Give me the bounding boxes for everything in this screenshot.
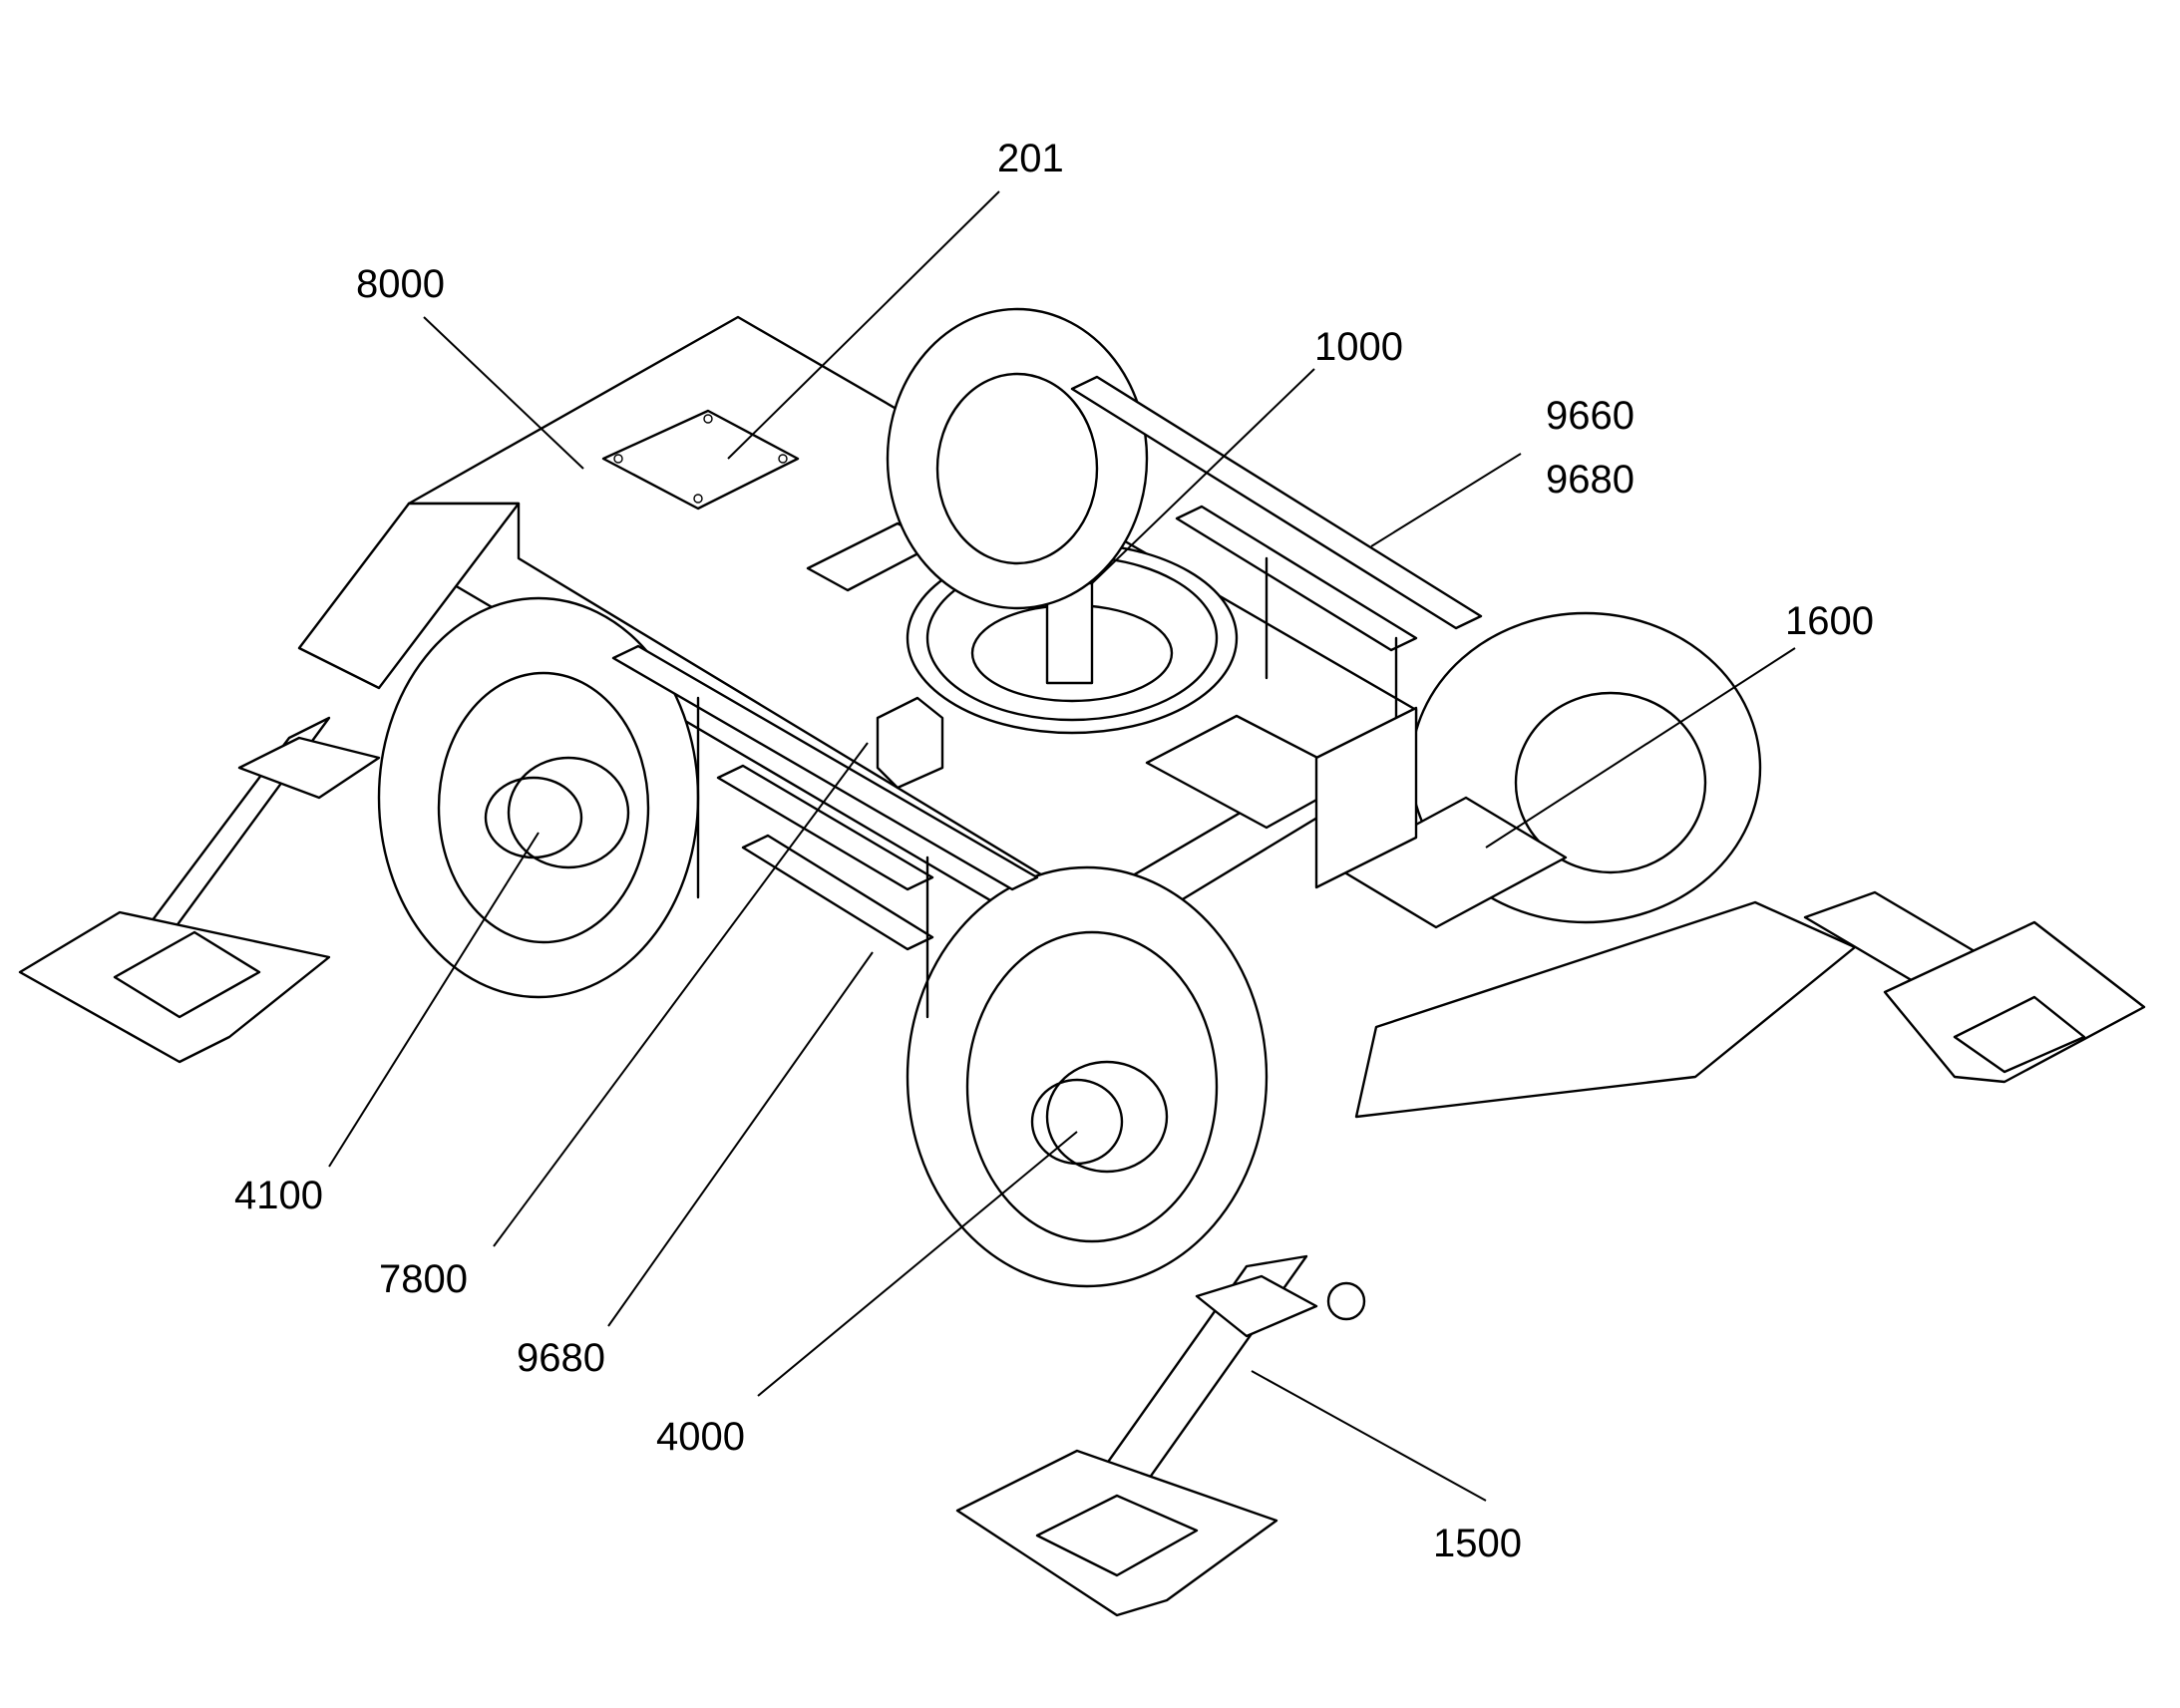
housing-1600	[1314, 706, 1568, 929]
access-plate-201	[601, 409, 800, 511]
label-8000: 8000	[356, 262, 445, 306]
label-7800: 7800	[379, 1257, 468, 1301]
ladder-9660-9680-upper	[1070, 375, 1483, 720]
wheel-4000	[906, 865, 1269, 1288]
leader-1000	[1091, 368, 1315, 584]
leader-9680-lower	[607, 951, 874, 1327]
wheel-rear-left	[886, 307, 1149, 610]
label-9680-lower: 9680	[517, 1336, 605, 1380]
leader-1600	[1485, 647, 1796, 849]
outrigger-1500	[955, 1254, 1366, 1617]
label-1000: 1000	[1314, 325, 1403, 369]
bracket-7800	[876, 696, 944, 790]
leader-1500	[1251, 1370, 1487, 1502]
label-201: 201	[997, 137, 1064, 180]
label-9660: 9660	[1546, 394, 1635, 438]
label-1500: 1500	[1433, 1522, 1522, 1565]
reference-numerals: 201 8000 1000 9660 9680 1600 4100 7800 9…	[234, 137, 1874, 1565]
ladder-9680-lower	[611, 644, 1039, 1019]
leader-201	[727, 190, 1000, 460]
label-9680-upper: 9680	[1546, 458, 1635, 502]
label-1600: 1600	[1785, 599, 1874, 643]
leader-9660	[1370, 453, 1522, 547]
leader-lines	[328, 190, 1796, 1502]
label-4100: 4100	[234, 1174, 323, 1217]
leader-4100	[328, 832, 540, 1168]
label-4000: 4000	[656, 1415, 745, 1459]
leader-8000	[423, 316, 584, 470]
leader-4000	[757, 1131, 1078, 1397]
outrigger-right-rear	[1803, 890, 2146, 1084]
outrigger-left	[18, 716, 381, 1064]
wheel-4100	[377, 596, 700, 999]
leader-7800	[493, 742, 869, 1247]
